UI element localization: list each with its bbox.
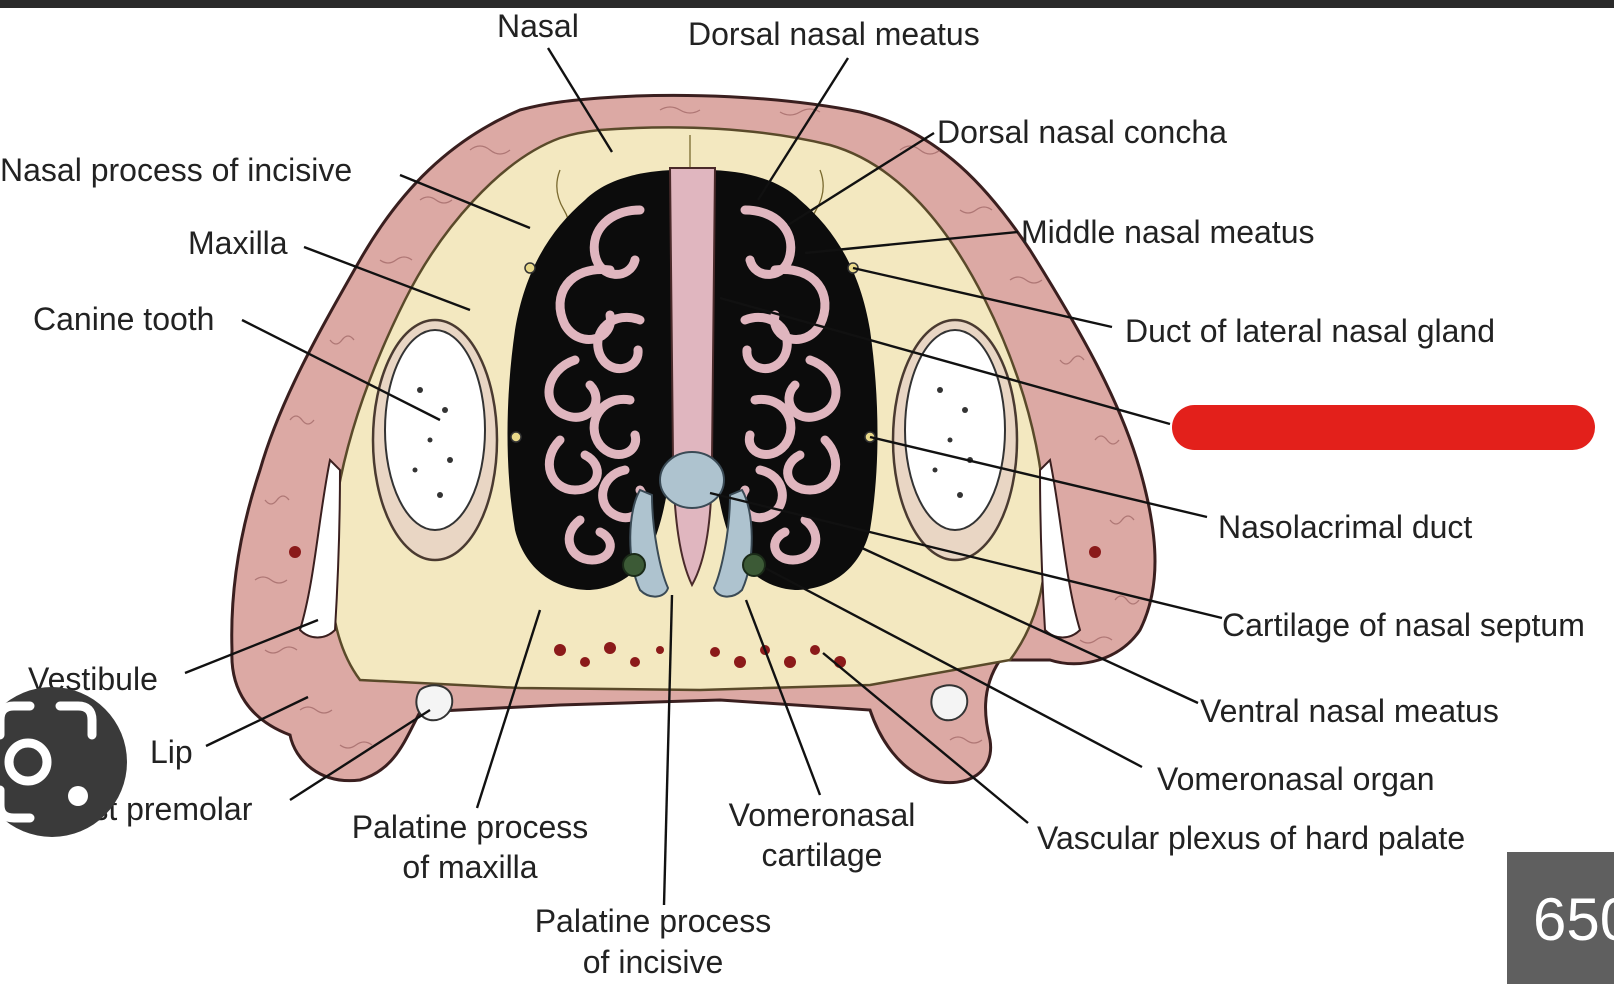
vomeronasal-organ-right bbox=[742, 553, 766, 577]
right-nasal-cavity bbox=[704, 170, 878, 590]
counter-badge: 650 bbox=[1507, 852, 1614, 984]
counter-text: 650 bbox=[1533, 886, 1614, 953]
nasolacrimal-marker-left bbox=[510, 431, 522, 443]
image-search-icon bbox=[0, 701, 97, 823]
label-canine-tooth: Canine tooth bbox=[33, 301, 214, 337]
label-dorsal-nasal-concha: Dorsal nasal concha bbox=[937, 114, 1227, 150]
septal-cartilage-bulb bbox=[659, 451, 725, 509]
soft-tissue-texture bbox=[254, 106, 1140, 749]
left-nasal-cavity bbox=[507, 170, 681, 590]
label-vomeronasal-cartilage-1: Vomeronasal bbox=[729, 797, 916, 833]
label-duct-of-lateral-nasal-gland: Duct of lateral nasal gland bbox=[1125, 313, 1495, 349]
lens-badge[interactable] bbox=[0, 687, 127, 837]
lip-vessel-right bbox=[1089, 546, 1101, 558]
label-ventral-nasal-meatus: Ventral nasal meatus bbox=[1200, 693, 1499, 729]
label-middle-nasal-meatus: Middle nasal meatus bbox=[1021, 214, 1314, 250]
vestibule-right bbox=[1038, 457, 1082, 639]
vomeronasal-cartilage-right bbox=[712, 488, 753, 598]
label-cartilage-of-nasal-septum: Cartilage of nasal septum bbox=[1222, 607, 1585, 643]
vestibule-left bbox=[298, 457, 342, 639]
label-nasal: Nasal bbox=[497, 8, 579, 44]
vomeronasal-organ-left bbox=[622, 553, 646, 577]
label-palatine-process-of-incisive-1: Palatine process bbox=[535, 903, 772, 939]
label-vomeronasal-organ: Vomeronasal organ bbox=[1157, 761, 1435, 797]
first-premolar-left bbox=[415, 684, 454, 722]
labels: Nasal Dorsal nasal meatus Dorsal nasal c… bbox=[0, 8, 1585, 980]
anatomy-illustration bbox=[230, 93, 1157, 785]
duct-marker-left bbox=[524, 262, 536, 274]
label-dorsal-nasal-meatus: Dorsal nasal meatus bbox=[688, 16, 980, 52]
lip-vessel-left bbox=[289, 546, 301, 558]
canine-tooth-left bbox=[384, 329, 486, 531]
top-bar bbox=[0, 0, 1614, 8]
label-palatine-process-of-incisive-2: of incisive bbox=[583, 944, 724, 980]
conchae-scrolls bbox=[544, 205, 841, 565]
label-lip: Lip bbox=[150, 734, 193, 770]
label-nasolacrimal-duct: Nasolacrimal duct bbox=[1218, 509, 1472, 545]
label-vomeronasal-cartilage-2: cartilage bbox=[762, 837, 883, 873]
nasal-septum-mucosa bbox=[668, 167, 717, 588]
red-highlight-bar bbox=[1172, 405, 1595, 450]
label-maxilla: Maxilla bbox=[188, 225, 288, 261]
first-premolar-right bbox=[930, 684, 969, 722]
label-palatine-process-of-maxilla-2: of maxilla bbox=[402, 849, 537, 885]
vascular-plexus bbox=[554, 642, 846, 668]
canine-tooth-right bbox=[904, 329, 1006, 531]
label-palatine-process-of-maxilla-1: Palatine process bbox=[352, 809, 589, 845]
leader-lines bbox=[184, 47, 1223, 906]
label-nasal-process-of-incisive: Nasal process of incisive bbox=[0, 152, 352, 188]
label-vascular-plexus-of-hard-palate: Vascular plexus of hard palate bbox=[1037, 820, 1465, 856]
